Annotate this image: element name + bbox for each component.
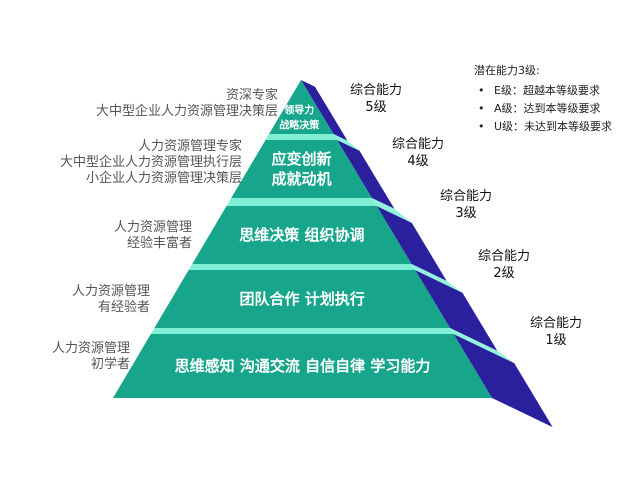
tier-top-face (226, 198, 377, 206)
tier-front-face (154, 270, 450, 328)
tier-top-side-face (411, 264, 463, 293)
level-title: 综合能力 (478, 249, 531, 264)
tier-top-face (150, 328, 454, 334)
level-value: 2级 (493, 266, 515, 281)
bullet-icon: • (478, 102, 485, 115)
level-value: 5级 (365, 100, 387, 115)
legend-item: • U级：未达到本等级要求 (474, 120, 624, 134)
left-label-line: 有经验者 (97, 300, 150, 315)
legend-item-text: U级：未达到本等级要求 (494, 120, 613, 133)
level-label-4: 综合能力 4级 (392, 136, 444, 170)
tier-text: 战略决策 (279, 119, 320, 132)
level-label-1: 综合能力 1级 (530, 315, 582, 349)
bullet-icon: • (478, 84, 485, 97)
tier-text: 思维决策 组织协调 (239, 226, 364, 244)
left-label-2: 人力资源管理 有经验者 (72, 284, 150, 316)
level-value: 1级 (545, 333, 567, 348)
tier-side-face (337, 140, 395, 209)
left-label-line: 人力资源管理 (71, 284, 150, 299)
legend-item: • A级：达到本等级要求 (474, 102, 624, 116)
level-label-3: 综合能力 3级 (440, 188, 492, 222)
left-label-line: 大中型企业人力资源管理决策层 (95, 104, 278, 119)
level-title: 综合能力 (392, 137, 445, 152)
left-label-line: 大中型企业人力资源管理执行层 (59, 155, 242, 170)
left-label-line: 经验丰富者 (126, 236, 192, 251)
left-label-1: 人力资源管理 初学者 (52, 341, 130, 373)
level-title: 综合能力 (350, 83, 403, 98)
left-label-line: 人力资源管理 (51, 341, 130, 356)
tier-text: 成就动机 (272, 170, 332, 188)
tier-side-face (301, 80, 348, 141)
tier-text: 应变创新 (272, 150, 332, 168)
left-label-line: 人力资源管理专家 (137, 139, 242, 154)
left-label-line: 人力资源管理 (113, 220, 192, 235)
tier-side-face (376, 206, 447, 281)
tier-top-side-face (333, 134, 360, 151)
tier-front-face (113, 334, 492, 398)
tier-side-face (415, 270, 498, 351)
level-title: 综合能力 (440, 189, 493, 204)
tier-top-side-face (371, 198, 412, 223)
legend-item: • E级：超越本等级要求 (474, 84, 624, 98)
tier-top-face (265, 134, 338, 140)
tier-front-face (269, 80, 334, 134)
legend-title: 潜在能力3级: (474, 64, 540, 77)
bullet-icon: • (478, 120, 485, 133)
level-title: 综合能力 (530, 316, 583, 331)
left-label-line: 初学者 (90, 357, 130, 372)
potential-ability-legend: 潜在能力3级: • E级：超越本等级要求 • A级：达到本等级要求 • U级：未… (474, 64, 624, 138)
legend-item-text: A级：达到本等级要求 (494, 102, 601, 115)
tier-front-face (231, 140, 372, 198)
left-label-4: 人力资源管理专家 大中型企业人力资源管理执行层 小企业人力资源管理决策层 (60, 139, 242, 187)
tier-front-face (192, 206, 412, 264)
level-value: 4级 (407, 154, 429, 169)
left-label-line: 资深专家 (225, 88, 278, 103)
tier-text: 领导力 (284, 104, 314, 117)
tier-text: 思维感知 沟通交流 自信自律 学习能力 (175, 357, 431, 375)
left-label-5: 资深专家 大中型企业人力资源管理决策层 (96, 88, 278, 120)
left-label-3: 人力资源管理 经验丰富者 (114, 220, 192, 252)
tier-text: 团队合作 计划执行 (240, 290, 365, 308)
tier-side-face (453, 334, 553, 428)
tier-top-side-face (449, 328, 515, 364)
left-label-line: 小企业人力资源管理决策层 (85, 171, 242, 186)
level-label-5: 综合能力 5级 (350, 82, 402, 116)
legend-item-text: E级：超越本等级要求 (494, 84, 600, 97)
level-value: 3级 (455, 206, 477, 221)
tier-top-face (188, 264, 416, 270)
level-label-2: 综合能力 2级 (478, 248, 530, 282)
